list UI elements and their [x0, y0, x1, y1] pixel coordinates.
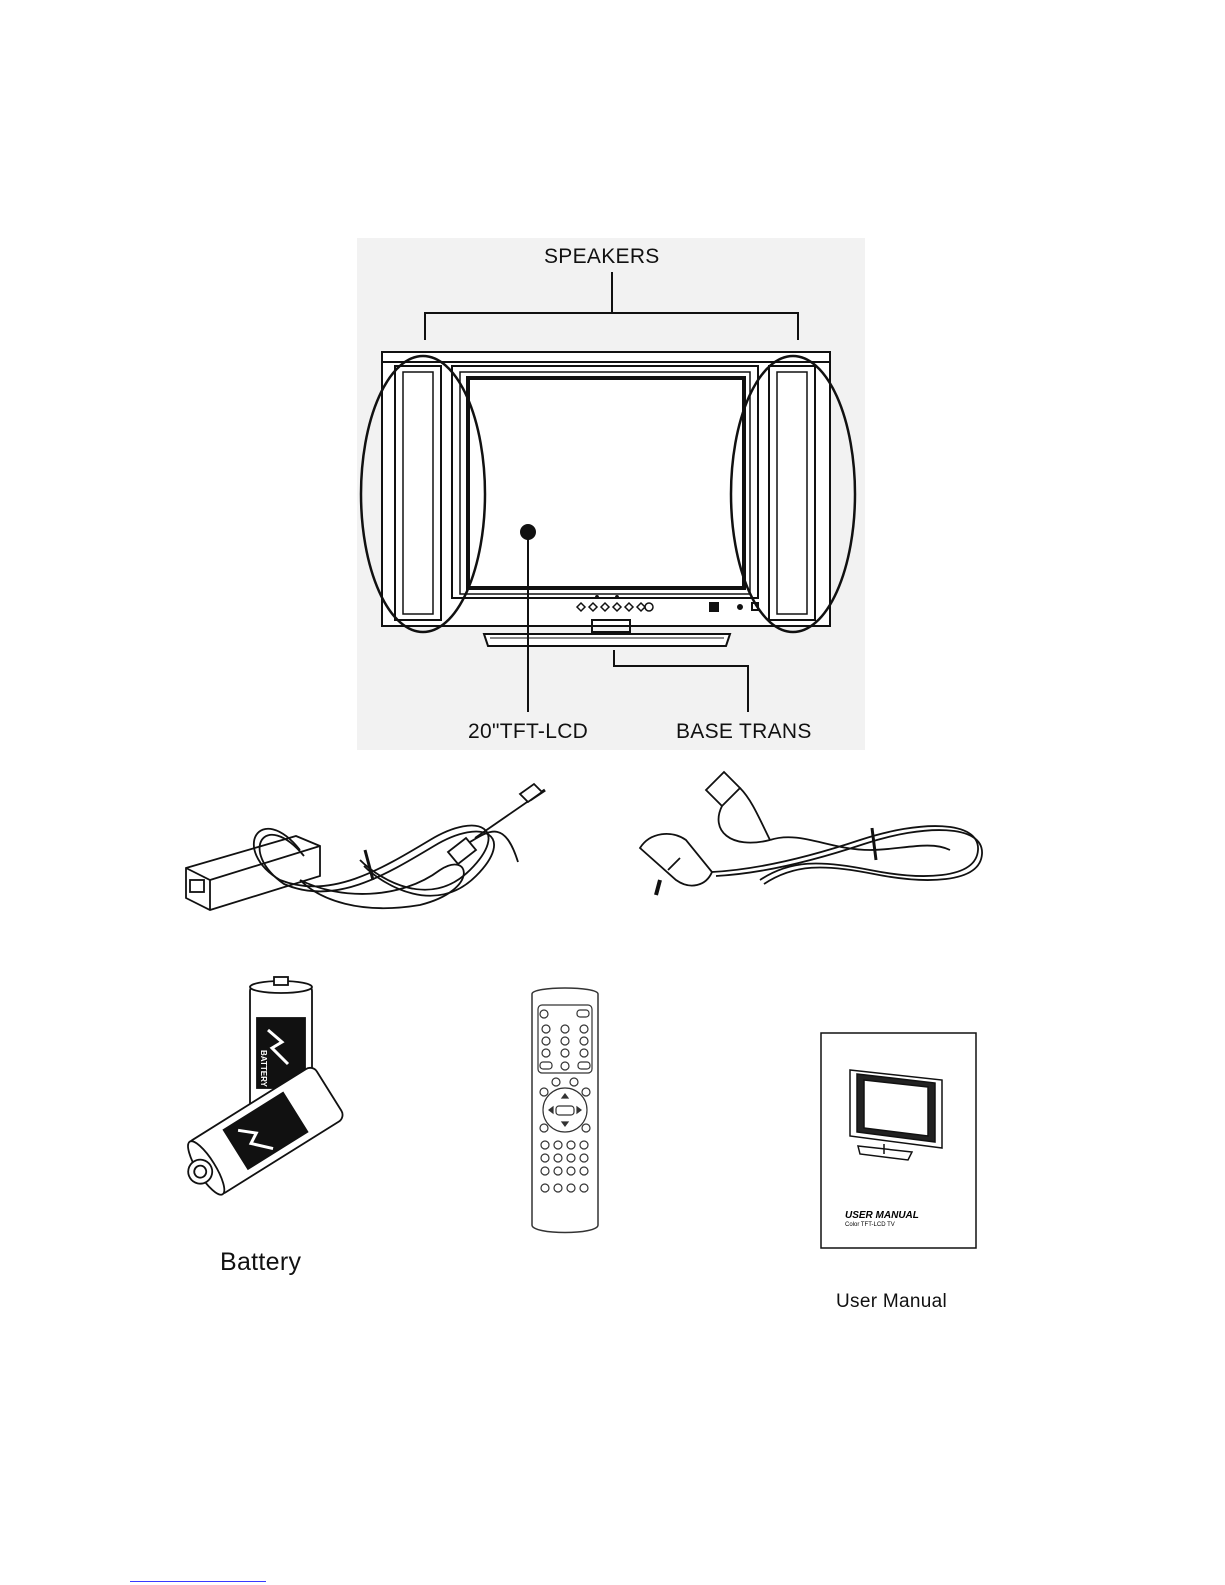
base-trans-label: BASE TRANS	[676, 720, 812, 744]
tv-screen	[468, 378, 744, 588]
tv-diagram	[361, 272, 855, 712]
manual-cover-title: USER MANUAL	[845, 1210, 919, 1221]
footnote-rule	[130, 1581, 266, 1582]
tv-base	[484, 634, 730, 646]
battery-illustration	[174, 977, 346, 1204]
battery-caption: Battery	[220, 1248, 301, 1277]
ac-adapter-illustration	[186, 784, 545, 910]
power-cord-illustration	[640, 772, 982, 895]
lcd-label: 20"TFT-LCD	[468, 720, 588, 744]
manual-cover-subtitle: Color TFT-LCD TV	[845, 1222, 895, 1228]
speakers-label: SPEAKERS	[544, 245, 660, 269]
user-manual-caption: User Manual	[836, 1291, 947, 1313]
battery-print-upright: BATTERY	[259, 1050, 268, 1087]
remote-illustration	[532, 988, 598, 1233]
left-speaker	[395, 366, 441, 620]
right-speaker	[769, 366, 815, 620]
base-leader-line	[614, 650, 748, 712]
speakers-bracket	[425, 313, 798, 340]
power-indicator	[710, 603, 718, 611]
